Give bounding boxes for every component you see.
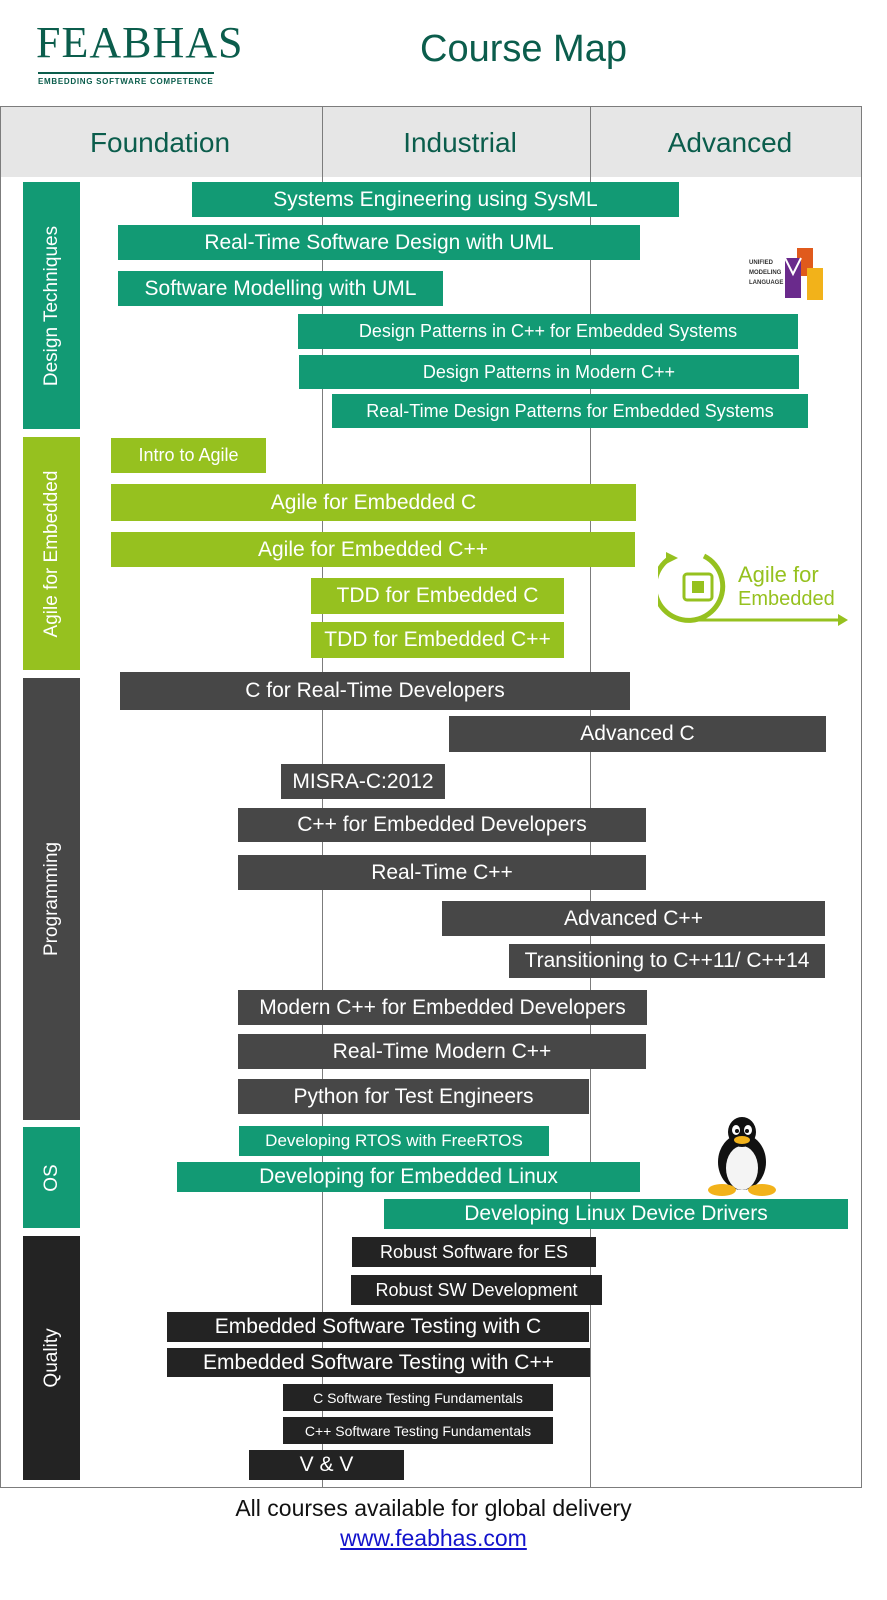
logo-rule (38, 72, 214, 74)
category-label: Programming (40, 841, 62, 957)
category-label: Design Techniques (40, 225, 62, 386)
column-header-advanced: Advanced (667, 127, 793, 158)
footer-text: All courses available for global deliver… (235, 1495, 632, 1521)
category-design-techniques: Design Techniques (23, 182, 80, 429)
uml-logo-icon: UNIFIED MODELING LANGUAGE (749, 248, 823, 300)
column-header-foundation: Foundation (89, 127, 231, 158)
course-python-test-engineers[interactable]: Python for Test Engineers (238, 1079, 589, 1114)
category-label: OS (40, 1163, 62, 1192)
footer-website-link[interactable]: www.feabhas.com (340, 1525, 527, 1551)
category-quality: Quality (23, 1236, 80, 1480)
course-cpp-embedded[interactable]: C++ for Embedded Developers (238, 808, 646, 842)
course-transitioning-cpp11[interactable]: Transitioning to C++11/ C++14 (509, 944, 825, 978)
course-map-frame (0, 106, 862, 1488)
course-rt-design-patterns[interactable]: Real-Time Design Patterns for Embedded S… (332, 394, 808, 428)
logo-wordmark: FEABHAS (36, 18, 244, 67)
category-label: Quality (40, 1328, 62, 1388)
course-robust-software-es[interactable]: Robust Software for ES (352, 1237, 596, 1267)
agile-logo-line: Embedded (738, 588, 835, 610)
course-realtime-modern-cpp[interactable]: Real-Time Modern C++ (238, 1034, 646, 1069)
course-embedded-linux[interactable]: Developing for Embedded Linux (177, 1162, 640, 1192)
course-agile-embedded-cpp[interactable]: Agile for Embedded C++ (111, 532, 635, 567)
divider-industrial-advanced (590, 107, 591, 1487)
course-rt-software-design-uml[interactable]: Real-Time Software Design with UML (118, 225, 640, 260)
column-header-band (1, 107, 861, 177)
course-cpp-testing-fundamentals[interactable]: C++ Software Testing Fundamentals (283, 1417, 553, 1444)
course-design-patterns-modern-cpp[interactable]: Design Patterns in Modern C++ (299, 355, 799, 389)
course-linux-device-drivers[interactable]: Developing Linux Device Drivers (384, 1199, 848, 1229)
column-header-industrial: Industrial (403, 127, 517, 158)
category-label: Agile for Embedded (40, 470, 62, 637)
course-agile-embedded-c[interactable]: Agile for Embedded C (111, 484, 636, 521)
course-advanced-c[interactable]: Advanced C (449, 716, 826, 752)
course-software-modelling-uml[interactable]: Software Modelling with UML (118, 271, 443, 306)
uml-logo-line: LANGUAGE (749, 280, 783, 286)
uml-logo-line: UNIFIED (749, 260, 774, 266)
course-intro-to-agile[interactable]: Intro to Agile (111, 438, 266, 473)
course-realtime-cpp[interactable]: Real-Time C++ (238, 855, 646, 890)
course-tdd-embedded-cpp[interactable]: TDD for Embedded C++ (311, 622, 564, 658)
category-os: OS (23, 1127, 80, 1228)
course-c-testing-fundamentals[interactable]: C Software Testing Fundamentals (283, 1384, 553, 1411)
course-misra-c[interactable]: MISRA-C:2012 (281, 764, 445, 799)
course-embedded-testing-cpp[interactable]: Embedded Software Testing with C++ (167, 1348, 590, 1377)
course-embedded-testing-c[interactable]: Embedded Software Testing with C (167, 1312, 589, 1342)
category-programming: Programming (23, 678, 80, 1120)
course-modern-cpp-embedded[interactable]: Modern C++ for Embedded Developers (238, 990, 647, 1025)
page-title: Course Map (420, 28, 627, 70)
course-design-patterns-cpp-embedded[interactable]: Design Patterns in C++ for Embedded Syst… (298, 314, 798, 349)
course-tdd-embedded-c[interactable]: TDD for Embedded C (311, 578, 564, 614)
feabhas-logo: FEABHAS EMBEDDING SOFTWARE COMPETENCE (36, 20, 243, 87)
course-sysml[interactable]: Systems Engineering using SysML (192, 182, 679, 217)
agile-for-embedded-logo-icon: Agile for Embedded (658, 552, 848, 626)
logo-tagline: EMBEDDING SOFTWARE COMPETENCE (38, 77, 214, 86)
agile-logo-line: Agile for (738, 562, 819, 587)
tux-penguin-icon (708, 1117, 776, 1196)
course-robust-sw-development[interactable]: Robust SW Development (351, 1275, 602, 1305)
uml-logo-line: MODELING (749, 270, 782, 276)
course-c-realtime[interactable]: C for Real-Time Developers (120, 672, 630, 710)
course-v-and-v[interactable]: V & V (249, 1450, 404, 1480)
course-advanced-cpp[interactable]: Advanced C++ (442, 901, 825, 936)
course-freertos[interactable]: Developing RTOS with FreeRTOS (239, 1126, 549, 1156)
category-agile-for-embedded: Agile for Embedded (23, 437, 80, 670)
